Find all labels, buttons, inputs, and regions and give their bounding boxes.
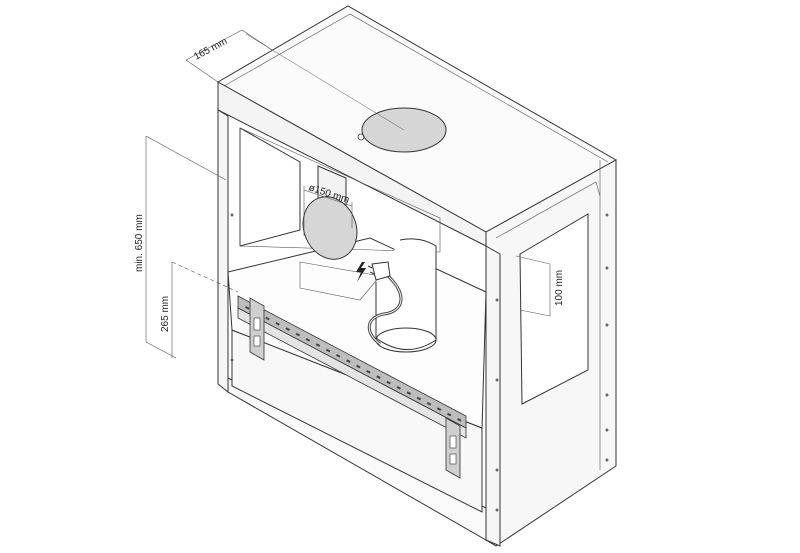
power-plug-icon <box>367 261 391 281</box>
rail-hole <box>426 402 432 406</box>
rail-hole <box>366 369 371 374</box>
rail-hole <box>356 364 361 369</box>
bracket-height-label: 265 mm <box>160 296 171 332</box>
lightning-bolt-icon <box>356 262 366 282</box>
dimension-bracket-height: 265 mm <box>160 261 239 358</box>
rail-hole <box>305 338 311 342</box>
depth-label: 165 mm <box>192 36 229 63</box>
rail-hole <box>416 396 422 401</box>
right-bracket <box>445 417 461 479</box>
cabinet-right-post <box>485 245 501 547</box>
rail-hole <box>335 354 341 358</box>
rail-hole <box>275 322 280 326</box>
rail-hole <box>457 418 462 422</box>
rail-hole <box>346 359 351 363</box>
side-offset-label: 100 mm <box>554 270 565 306</box>
cabinet-left-post <box>217 109 229 394</box>
rail-hole <box>295 332 301 337</box>
rail-hole <box>436 407 442 411</box>
rail-hole <box>315 343 321 347</box>
min-height-label: min. 650 mm <box>134 214 145 272</box>
rail-hole <box>376 375 381 379</box>
rail-hole <box>386 380 391 385</box>
rail-hole <box>325 348 331 353</box>
rear-duct-opening <box>302 196 358 260</box>
rail-hole <box>285 327 290 331</box>
mounting-rail <box>237 295 467 439</box>
rail-hole <box>406 391 412 395</box>
rail-hole <box>396 386 401 390</box>
dimension-side-offset: 100 mm <box>515 255 565 317</box>
left-bracket <box>249 297 265 361</box>
power-cable <box>367 261 403 346</box>
rail-hole <box>265 316 270 321</box>
rail-hole <box>245 305 250 310</box>
rail-hole <box>446 412 452 417</box>
dimension-min-height: min. 650 mm <box>134 135 227 359</box>
right-side-cutout <box>519 213 589 405</box>
